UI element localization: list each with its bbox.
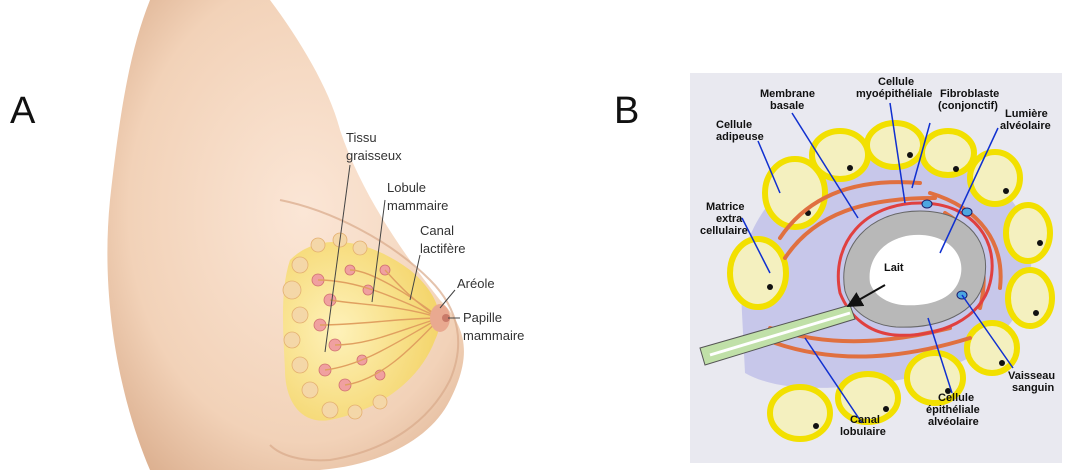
label-cellule-adipeuse-1: Cellule — [716, 119, 752, 131]
label-lobule-mammaire-2: mammaire — [387, 198, 448, 213]
panel-b-alveolus-diagram: Lait Cellule adipeuse Membrane basale Ce… — [690, 73, 1062, 463]
label-matrice-2: extra — [716, 213, 743, 225]
label-epitheliale-3: alvéolaire — [928, 416, 979, 428]
label-lobule-mammaire-1: Lobule — [387, 180, 426, 195]
label-canal-lactifere-2: lactifère — [420, 241, 466, 256]
label-lait: Lait — [884, 262, 904, 274]
label-cellule-adipeuse-2: adipeuse — [716, 131, 764, 143]
label-tissu-graisseux-2: graisseux — [346, 148, 402, 163]
label-myoepitheliale-1: Cellule — [878, 76, 914, 88]
label-lumiere-alveolaire-2: alvéolaire — [1000, 120, 1051, 132]
panel-a-letter: A — [10, 90, 35, 133]
label-membrane-basale-2: basale — [770, 100, 804, 112]
panel-a-breast-illustration: Tissu graisseux Lobule mammaire Canal la… — [60, 0, 580, 470]
torso-silhouette — [107, 0, 464, 470]
label-vaisseau-2: sanguin — [1012, 382, 1054, 394]
label-papille-mammaire-1: Papille — [463, 310, 502, 325]
panel-b-letter: B — [614, 90, 639, 133]
label-papille-mammaire-2: mammaire — [463, 328, 524, 343]
label-canal-lobulaire-2: lobulaire — [840, 426, 886, 438]
label-myoepitheliale-2: myoépithéliale — [856, 88, 932, 100]
label-fibroblaste-1: Fibroblaste — [940, 88, 999, 100]
label-matrice-3: cellulaire — [700, 225, 748, 237]
label-fibroblaste-2: (conjonctif) — [938, 100, 998, 112]
label-epitheliale-2: épithéliale — [926, 404, 980, 416]
label-membrane-basale-1: Membrane — [760, 88, 815, 100]
label-lumiere-alveolaire-1: Lumière — [1005, 108, 1048, 120]
label-canal-lactifere-1: Canal — [420, 223, 454, 238]
label-epitheliale-1: Cellule — [938, 392, 974, 404]
label-vaisseau-1: Vaisseau — [1008, 370, 1055, 382]
label-tissu-graisseux-1: Tissu — [346, 130, 377, 145]
label-canal-lobulaire-1: Canal — [850, 414, 880, 426]
label-matrice-1: Matrice — [706, 201, 745, 213]
label-areole: Aréole — [457, 276, 495, 291]
